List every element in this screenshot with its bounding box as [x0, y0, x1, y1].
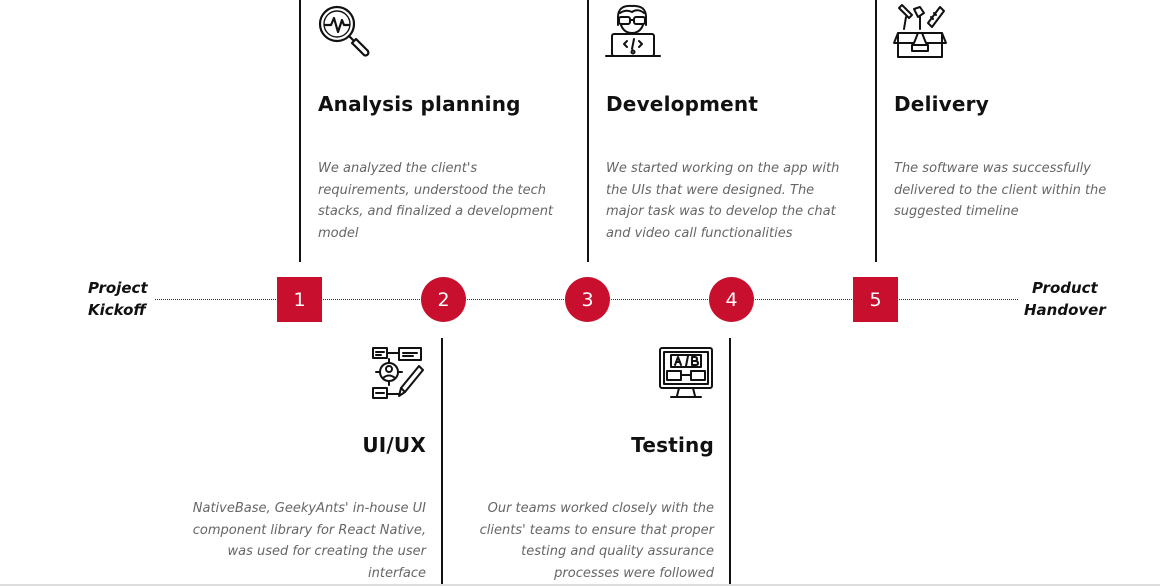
stage-title: Delivery: [894, 92, 989, 116]
stage-testing: Testing Our teams worked closely with th…: [468, 0, 714, 586]
uiux-design-icon: [372, 347, 424, 399]
ab-testing-icon: [659, 347, 713, 398]
divider-testing: [729, 338, 731, 586]
start-label-line: Project: [88, 279, 148, 297]
step-marker-5: 5: [853, 277, 898, 322]
step-marker-4: 4: [709, 277, 754, 322]
stage-analysis: Analysis planning We analyzed the client…: [318, 0, 568, 262]
stage-description: NativeBase, GeekyAnts' in-house UI compo…: [192, 501, 426, 581]
developer-icon: [605, 4, 661, 57]
stage-uiux: UI/UX NativeBase, GeekyAnts' in-house UI…: [180, 0, 426, 586]
timeline-end-label: Product Handover: [1024, 277, 1106, 321]
step-marker-1: 1: [277, 277, 322, 322]
stage-title: UI/UX: [362, 433, 426, 457]
delivery-box-icon: [893, 4, 947, 58]
divider-development: [587, 0, 589, 262]
timeline-start-label: Project Kickoff: [88, 277, 148, 321]
divider-uiux: [441, 338, 443, 586]
stage-description: The software was successfully delivered …: [894, 161, 1107, 219]
step-marker-3: 3: [565, 277, 610, 322]
stage-title: Development: [606, 92, 759, 116]
end-label-line: Handover: [1024, 301, 1106, 319]
stage-development: Development We started working on the ap…: [605, 0, 856, 262]
stage-delivery: Delivery The software was successfully d…: [893, 0, 1144, 262]
stage-description: Our teams worked closely with the client…: [479, 501, 714, 581]
stage-description: We started working on the app with the U…: [606, 161, 840, 241]
analysis-magnifier-icon: [318, 5, 370, 57]
divider-delivery: [875, 0, 877, 262]
page-bottom-rule: [0, 584, 1160, 586]
start-label-line: Kickoff: [88, 301, 146, 319]
stage-description: We analyzed the client's requirements, u…: [318, 161, 554, 241]
stage-title: Analysis planning: [318, 92, 521, 116]
end-label-line: Product: [1032, 279, 1098, 297]
step-marker-2: 2: [421, 277, 466, 322]
divider-analysis: [299, 0, 301, 262]
stage-title: Testing: [631, 433, 714, 457]
